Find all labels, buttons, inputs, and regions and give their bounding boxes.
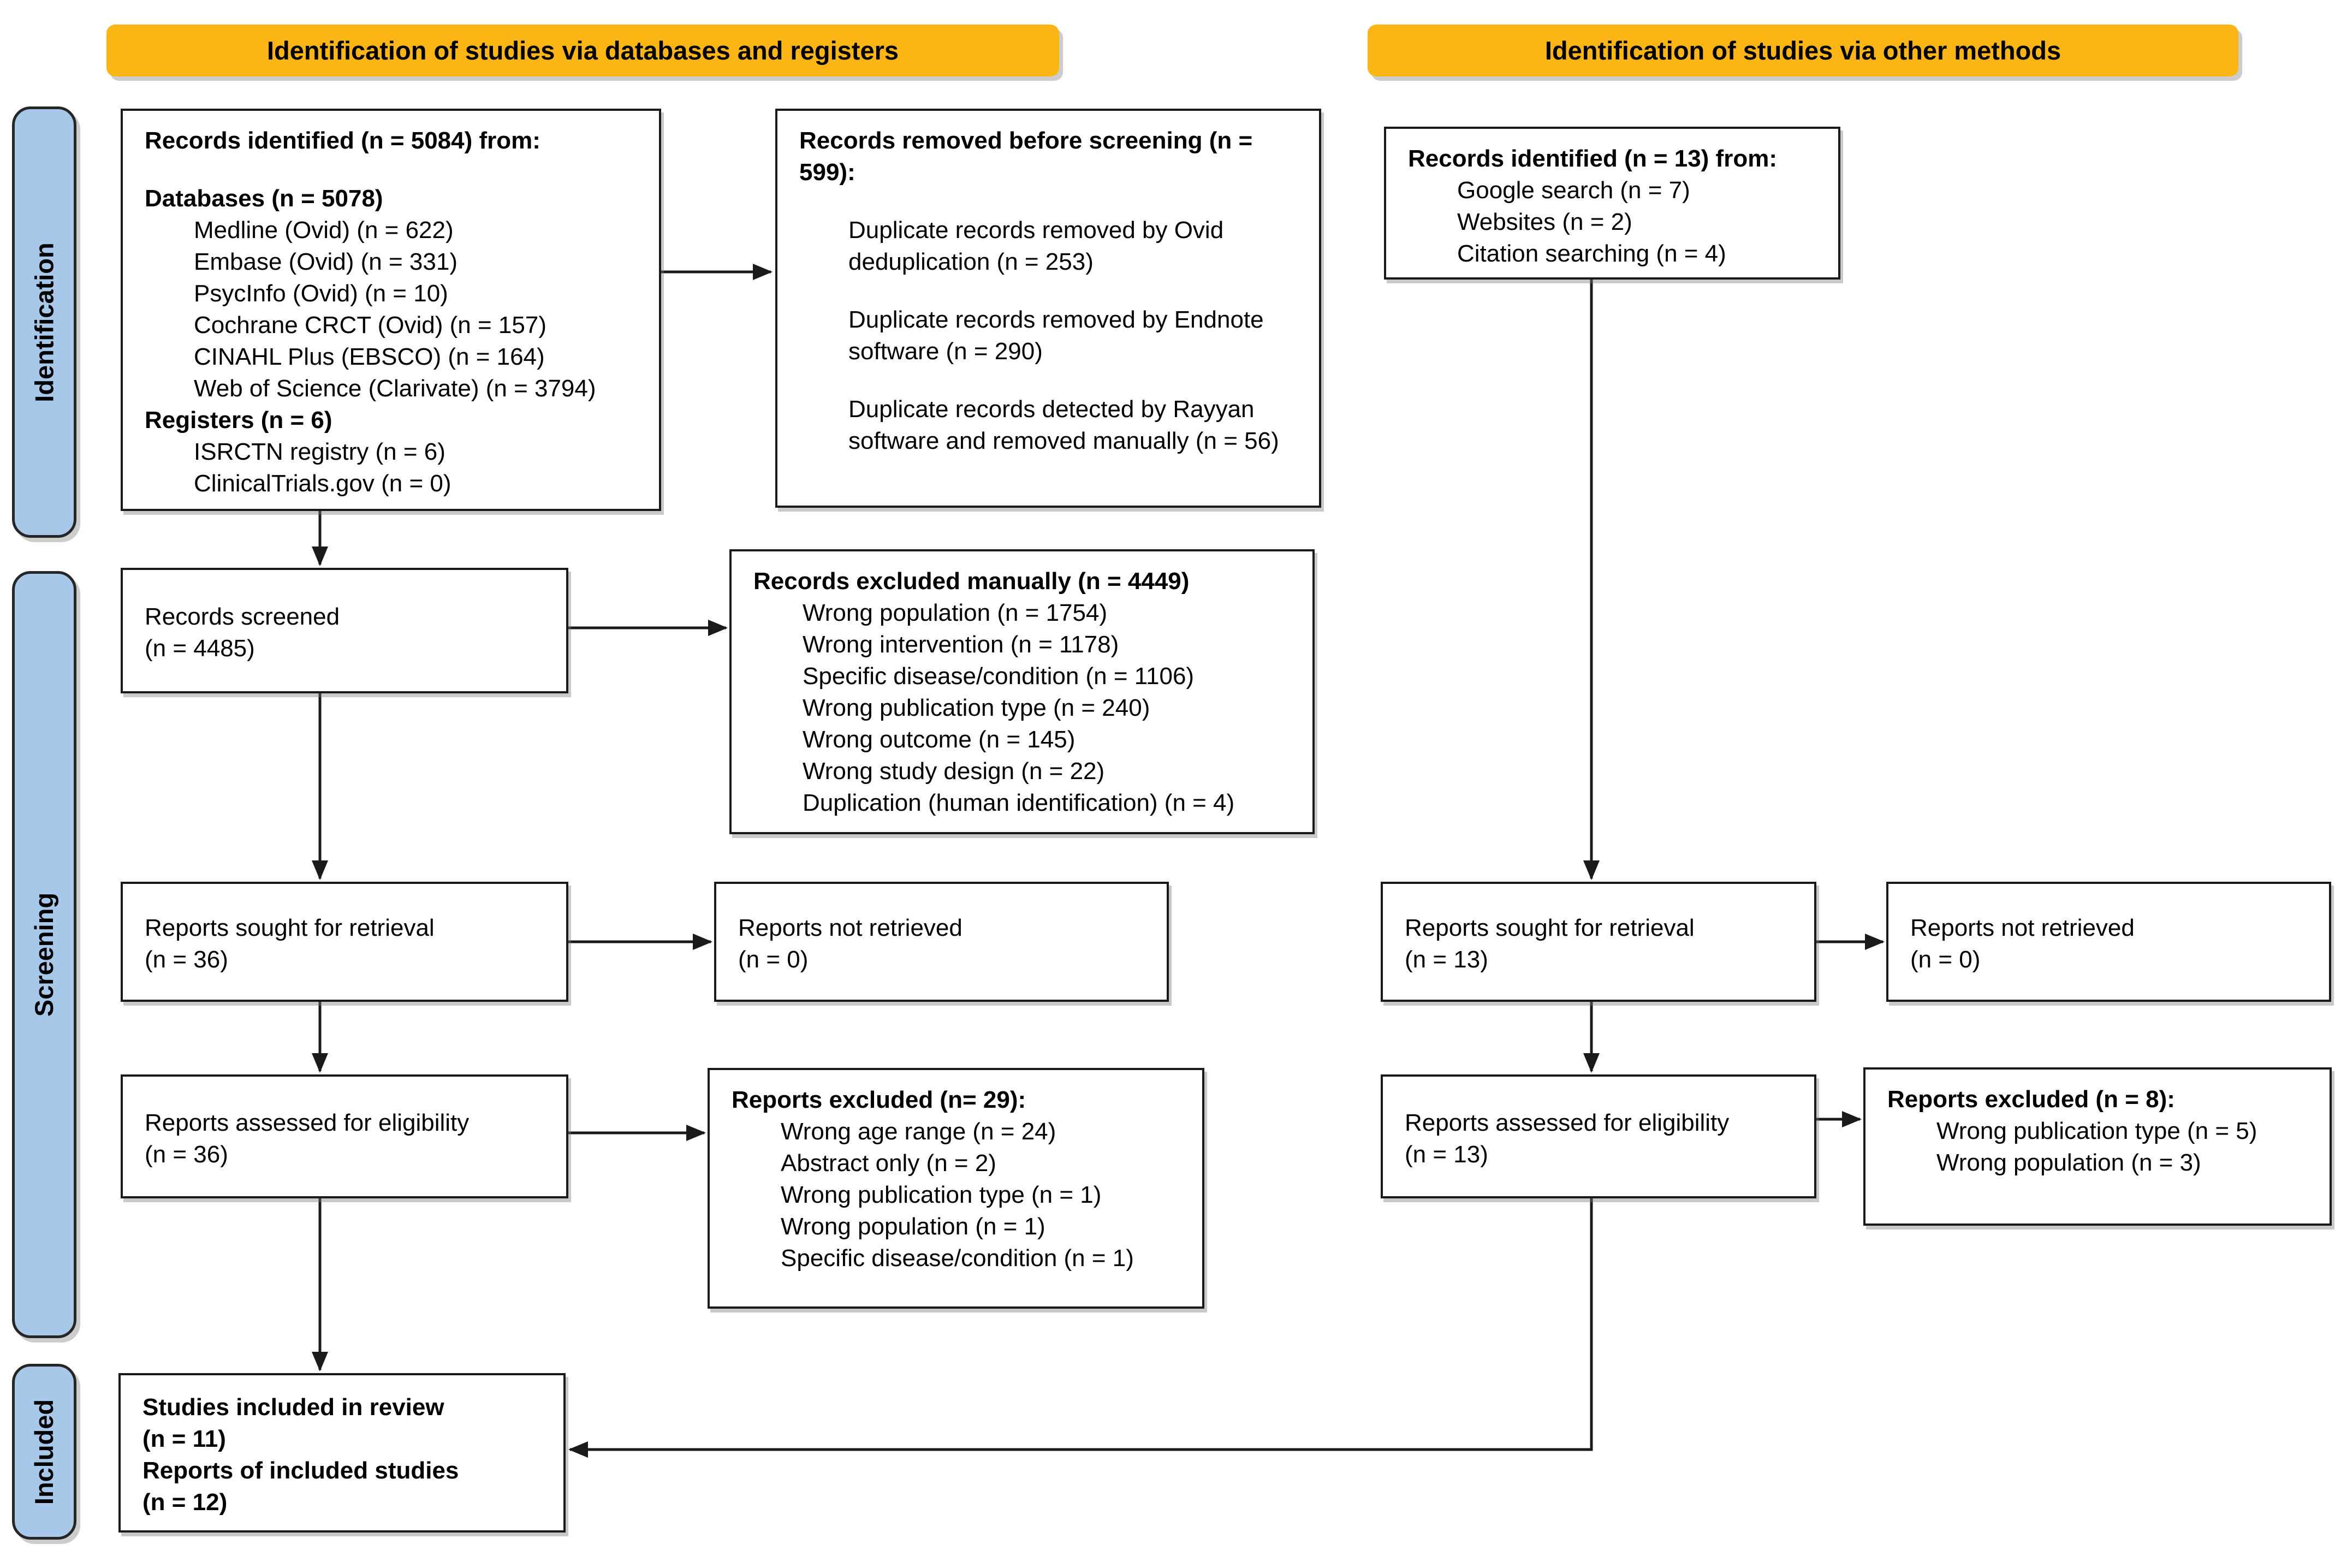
reports-excluded-databases-box: Reports excluded (n= 29): Wrong age range… — [708, 1068, 1204, 1309]
box-line: Duplicate records removed by Ovid dedupl… — [848, 217, 1224, 275]
sidebar-stage-screening: Screening — [12, 571, 76, 1338]
box-line: Studies included in review — [142, 1394, 444, 1421]
box-line: Reports not retrieved — [1910, 914, 2135, 941]
box-line: Wrong age range (n = 24) — [781, 1118, 1056, 1145]
box-line: Reports excluded (n = 8): — [1887, 1086, 2175, 1113]
box-line: Wrong intervention (n = 1178) — [803, 631, 1119, 658]
box-line: Reports sought for retrieval — [145, 914, 435, 941]
box-line: Records removed before screening (n = 59… — [799, 127, 1253, 186]
records-identified-other-box: Records identified (n = 13) from: Google … — [1384, 127, 1840, 280]
reports-assessed-databases-box: Reports assessed for eligibility (n = 36) — [121, 1074, 568, 1198]
box-line: Records identified (n = 5084) from: — [145, 127, 540, 154]
box-line: Duplicate records removed by Endnote sof… — [848, 306, 1264, 365]
box-line: Wrong publication type (n = 240) — [803, 694, 1150, 721]
box-line: Reports assessed for eligibility — [145, 1109, 470, 1136]
box-line: (n = 0) — [738, 946, 809, 973]
box-line: Embase (Ovid) (n = 331) — [194, 248, 458, 275]
box-line: Duplication (human identification) (n = … — [803, 789, 1235, 816]
reports-sought-other-box: Reports sought for retrieval (n = 13) — [1381, 882, 1816, 1002]
box-line: Duplicate records detected by Rayyan sof… — [848, 396, 1279, 454]
box-line: Reports assessed for eligibility — [1405, 1109, 1730, 1136]
box-line: ClinicalTrials.gov (n = 0) — [194, 470, 451, 497]
reports-excluded-other-box: Reports excluded (n = 8): Wrong publicati… — [1863, 1067, 2332, 1226]
box-line: (n = 4485) — [145, 635, 255, 662]
reports-not-retrieved-other-box: Reports not retrieved (n = 0) — [1886, 882, 2331, 1002]
records-excluded-manually-box: Records excluded manually (n = 4449) Wron… — [729, 549, 1315, 834]
records-identified-databases-box: Records identified (n = 5084) from: Datab… — [121, 109, 661, 511]
box-line: Wrong outcome (n = 145) — [803, 726, 1076, 753]
sidebar-identification-label: Identification — [29, 242, 59, 402]
box-line: ISRCTN registry (n = 6) — [194, 438, 445, 465]
sidebar-included-label: Included — [29, 1399, 59, 1505]
reports-sought-databases-box: Reports sought for retrieval (n = 36) — [121, 882, 568, 1002]
box-line: PsycInfo (Ovid) (n = 10) — [194, 280, 448, 307]
box-line: Reports sought for retrieval — [1405, 914, 1695, 941]
box-line: Specific disease/condition (n = 1) — [781, 1245, 1134, 1272]
box-line: Google search (n = 7) — [1457, 177, 1690, 204]
banner-other-methods-label: Identification of studies via other meth… — [1544, 36, 2061, 65]
box-line: Citation searching (n = 4) — [1457, 240, 1726, 267]
box-line: (n = 36) — [145, 946, 228, 973]
box-line: Wrong population (n = 3) — [1936, 1149, 2201, 1176]
records-screened-box: Records screened (n = 4485) — [121, 568, 568, 693]
reports-assessed-other-box: Reports assessed for eligibility (n = 13) — [1381, 1074, 1816, 1198]
box-line: Reports not retrieved — [738, 914, 962, 941]
records-removed-before-screening-box: Records removed before screening (n = 59… — [775, 109, 1321, 508]
banner-other-methods: Identification of studies via other meth… — [1368, 25, 2238, 76]
banner-databases-registers-label: Identification of studies via databases … — [266, 36, 899, 65]
box-line: Wrong publication type (n = 1) — [781, 1181, 1102, 1208]
box-line: Databases (n = 5078) — [145, 185, 383, 212]
studies-included-box: Studies included in review (n = 11) Report… — [118, 1373, 566, 1533]
box-line: (n = 11) — [142, 1426, 226, 1452]
box-line: Records excluded manually (n = 4449) — [753, 568, 1190, 595]
box-line: Abstract only (n = 2) — [781, 1150, 996, 1177]
box-line: Records screened — [145, 603, 340, 630]
banner-databases-registers: Identification of studies via databases … — [106, 25, 1059, 76]
box-line: Reports excluded (n= 29): — [732, 1086, 1026, 1113]
box-line: (n = 36) — [145, 1141, 228, 1168]
box-line: Wrong population (n = 1754) — [803, 599, 1108, 626]
box-line: Cochrane CRCT (Ovid) (n = 157) — [194, 312, 546, 338]
sidebar-stage-identification: Identification — [12, 106, 76, 538]
box-line: Wrong study design (n = 22) — [803, 758, 1105, 785]
box-line: CINAHL Plus (EBSCO) (n = 164) — [194, 343, 545, 370]
box-line: (n = 0) — [1910, 946, 1981, 973]
reports-not-retrieved-databases-box: Reports not retrieved (n = 0) — [714, 882, 1169, 1002]
box-line: Records identified (n = 13) from: — [1408, 145, 1777, 172]
sidebar-screening-label: Screening — [29, 892, 59, 1017]
sidebar-stage-included: Included — [12, 1364, 76, 1540]
box-line: Medline (Ovid) (n = 622) — [194, 217, 454, 243]
box-line: (n = 13) — [1405, 1141, 1488, 1168]
box-line: Websites (n = 2) — [1457, 209, 1632, 235]
box-line: (n = 12) — [142, 1489, 228, 1516]
box-line: Wrong population (n = 1) — [781, 1213, 1045, 1240]
box-line: Wrong publication type (n = 5) — [1936, 1118, 2257, 1144]
box-line: Web of Science (Clarivate) (n = 3794) — [194, 375, 596, 402]
box-line: Specific disease/condition (n = 1106) — [803, 663, 1195, 690]
box-line: (n = 13) — [1405, 946, 1488, 973]
box-line: Registers (n = 6) — [145, 407, 332, 433]
box-line: Reports of included studies — [142, 1457, 459, 1484]
